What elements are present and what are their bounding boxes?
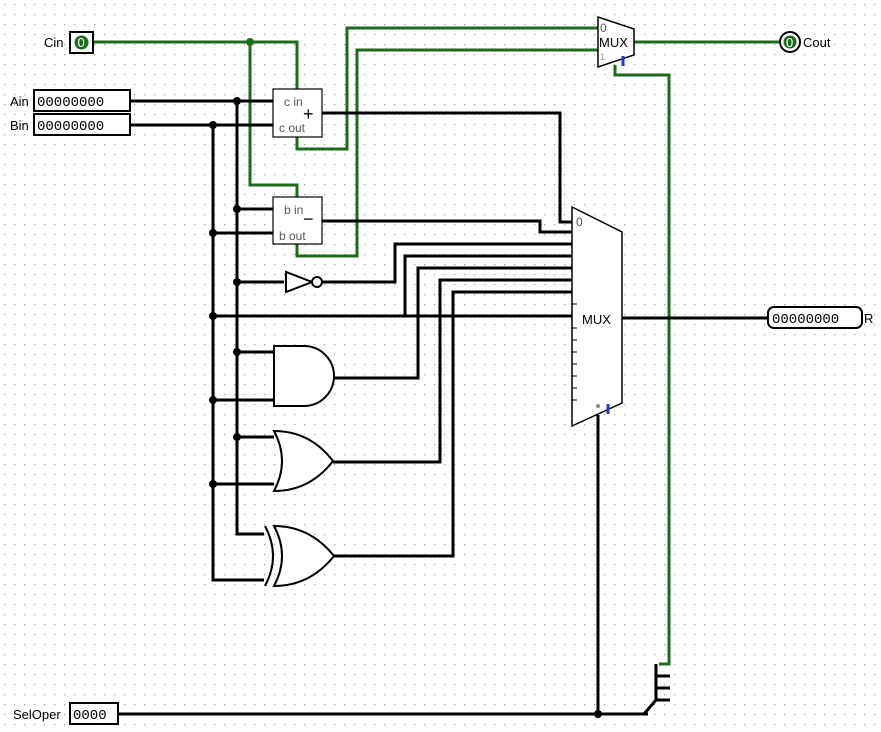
wire-diff — [322, 219, 572, 234]
junction — [246, 38, 254, 46]
active-wires — [94, 26, 780, 666]
result-label: R — [864, 311, 873, 326]
cin-label: Cin — [44, 35, 64, 50]
not-gate[interactable] — [285, 270, 323, 294]
wire-sel-small-mux — [613, 65, 671, 666]
mux-main-input-ticks — [572, 303, 577, 401]
subtractor[interactable]: b in b out − — [272, 196, 323, 245]
seloper-value: 0000 — [73, 708, 107, 724]
cin-value: 0 — [78, 35, 85, 50]
ain-label: Ain — [10, 94, 29, 109]
sub-minus-icon: − — [303, 209, 314, 229]
bin-label: Bin — [10, 118, 29, 133]
ain-value: 00000000 — [37, 95, 104, 111]
data-wires — [118, 97, 768, 718]
sub-bout-label: b out — [279, 229, 306, 243]
wire-ain-vertical — [235, 101, 264, 536]
pin-result: 00000000 R — [767, 306, 873, 329]
sub-bin-label: b in — [284, 203, 303, 217]
wire-xor — [334, 290, 572, 558]
adder-cin-label: c in — [284, 95, 303, 109]
mux-main-zero-label: 0 — [576, 215, 583, 229]
adder-plus-icon: + — [303, 104, 314, 124]
wire-cout-mux — [295, 26, 598, 151]
pin-bin[interactable]: Bin 00000000 — [10, 113, 131, 136]
pin-ain[interactable]: Ain 00000000 — [10, 89, 131, 112]
seloper-label: SelOper — [13, 707, 61, 722]
pin-seloper[interactable]: SelOper 0000 — [13, 702, 119, 725]
mux-main[interactable]: 0 MUX — [571, 205, 623, 428]
wire-bin-vertical — [211, 125, 264, 582]
or-gate[interactable] — [272, 429, 335, 493]
bin-value: 00000000 — [37, 119, 104, 135]
cout-value: 0 — [786, 35, 793, 50]
mux-carry-one-label: 1 — [600, 52, 605, 62]
wire-not — [322, 242, 572, 284]
adder-cout-label: c out — [279, 121, 306, 135]
mux-main-label: MUX — [582, 312, 611, 327]
cout-label: Cout — [803, 35, 831, 50]
wire-cin-sub — [248, 42, 299, 198]
and-gate[interactable] — [273, 345, 335, 407]
adder[interactable]: c in c out + — [272, 88, 323, 138]
wire-bout-mux — [295, 48, 598, 258]
wire-or — [333, 278, 572, 464]
mux-carry-label: MUX — [599, 35, 628, 50]
pin-cout: 0 Cout — [779, 31, 831, 53]
mux-carry[interactable]: 0 MUX 1 — [597, 15, 635, 69]
mux-carry-zero-label: 0 — [600, 21, 607, 35]
wire-cin-adder — [94, 40, 299, 90]
result-value: 00000000 — [772, 312, 839, 328]
wire-sum — [322, 111, 572, 224]
wire-and — [332, 266, 572, 380]
xor-gate[interactable] — [264, 524, 336, 588]
pin-cin[interactable]: Cin 0 — [44, 31, 94, 54]
